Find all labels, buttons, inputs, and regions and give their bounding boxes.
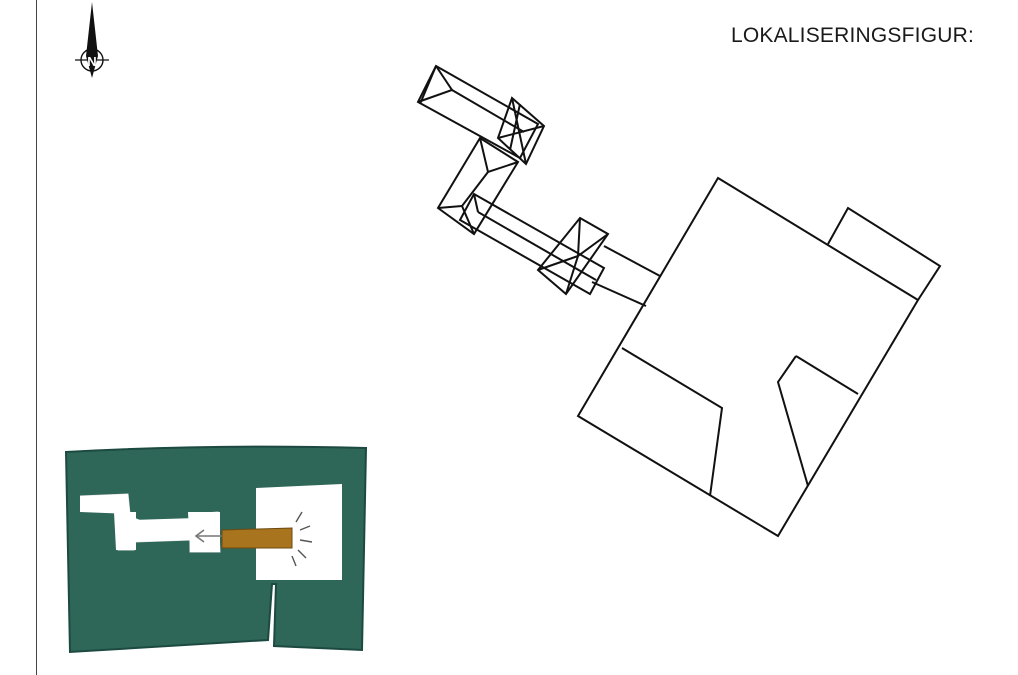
corridor <box>591 245 661 307</box>
sketch-block-d <box>188 512 220 552</box>
sketch-block-c <box>132 518 196 542</box>
sketch-large-building <box>256 484 342 580</box>
sketch-path <box>221 527 293 549</box>
sketch-rays <box>291 511 313 567</box>
concept-sketch <box>64 445 368 654</box>
upper-joint-roof <box>496 96 546 166</box>
sketch-block-b <box>114 512 136 550</box>
page-margin-rule <box>36 0 37 675</box>
site-plan-drawing <box>416 64 942 538</box>
middle-hip-roof <box>536 216 610 296</box>
sketch-arrow-icon <box>194 529 222 543</box>
middle-wing-roof <box>458 192 606 296</box>
page-title: LOKALISERINGSFIGUR: <box>730 24 974 47</box>
upper-wing-roof <box>416 64 540 160</box>
north-arrow-icon: N <box>75 2 109 78</box>
north-arrow-needle <box>86 2 98 78</box>
sketch-block-a <box>80 494 130 514</box>
connector-wing-roof <box>436 136 520 236</box>
main-building <box>576 176 920 538</box>
annex-building <box>827 206 942 301</box>
north-arrow-letter: N <box>87 54 96 69</box>
